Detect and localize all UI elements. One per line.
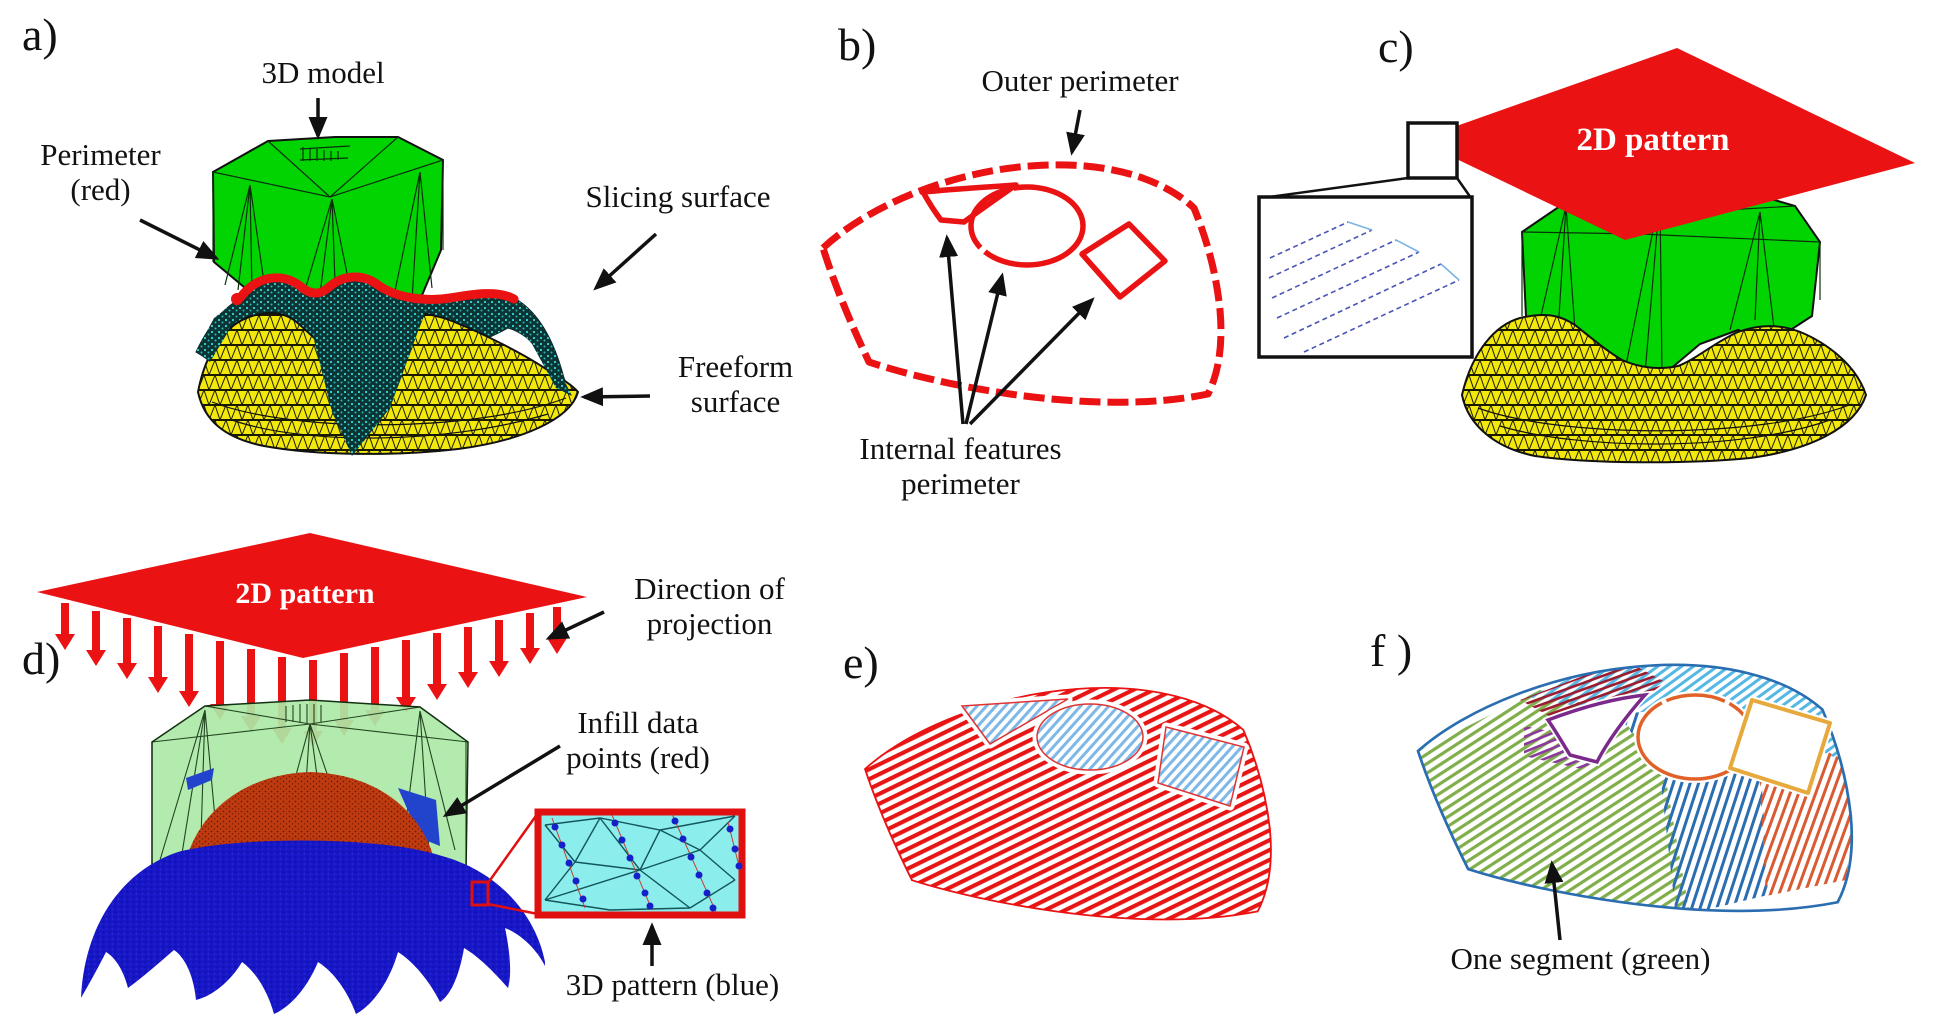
label-perimeter-line1: Perimeter <box>40 137 161 172</box>
panel-b-graphic <box>823 165 1221 402</box>
panel-letter-d: d) <box>22 633 61 684</box>
label-freeform-line1: Freeform <box>677 349 794 384</box>
internal-feature-triangle <box>920 182 1019 225</box>
panel-e-graphic <box>864 687 1272 921</box>
arrow-perimeter <box>139 218 220 260</box>
arrow-direction <box>545 610 605 640</box>
inset-data-dots <box>551 817 743 912</box>
annotation-arrows <box>139 98 1564 966</box>
panel-f-graphic <box>1416 663 1854 913</box>
arrow-outer-perimeter <box>1066 109 1085 156</box>
segment-maroon <box>1520 664 1665 722</box>
panel-letter-a: a) <box>22 9 58 60</box>
label-direction-line2: projection <box>646 605 773 641</box>
feature-circle-f <box>1634 691 1756 783</box>
perimeter-red-curve <box>235 272 519 304</box>
perimeter-red-start <box>231 293 243 305</box>
arrow-internal-3 <box>968 297 1095 426</box>
label-one-segment: One segment (green) <box>1450 941 1711 976</box>
blue-patch-right <box>398 788 440 846</box>
label-2d-pattern-d: 2D pattern <box>235 577 375 610</box>
label-direction: Direction of projection <box>592 571 827 641</box>
prism-wireframe <box>212 136 444 311</box>
feature-triangle-f <box>1542 690 1654 767</box>
internal-feature-circle <box>968 184 1086 268</box>
panel-a-graphic <box>195 136 580 456</box>
panel-letter-c: c) <box>1378 21 1414 72</box>
label-outer-perimeter: Outer perimeter <box>981 63 1179 98</box>
label-infill-points: Infill data points (red) <box>548 705 728 775</box>
label-perimeter-red: Perimeter (red) <box>28 137 173 207</box>
feature-triangle-e <box>957 694 1073 749</box>
dome-arcs <box>211 397 567 439</box>
arrow-infill-points <box>442 744 561 817</box>
panel-c-graphic <box>1257 48 1915 464</box>
label-internal-line2: perimeter <box>901 465 1020 501</box>
label-2d-pattern-c: 2D pattern <box>1576 122 1730 158</box>
label-3d-pattern-blue: 3D pattern (blue) <box>565 967 780 1002</box>
slicing-surface-center-v <box>304 300 428 456</box>
zoom-callout-connectors <box>1261 176 1473 200</box>
zigzag-toolpath-lines <box>1268 221 1460 353</box>
label-direction-line1: Direction of <box>634 571 785 606</box>
panel-d-graphic <box>37 533 746 1014</box>
slicing-surface-right-horn <box>504 300 572 396</box>
inset-source-rect <box>470 880 490 907</box>
slicing-surface-left-horn <box>196 298 240 362</box>
label-perimeter-line2: (red) <box>70 171 131 207</box>
label-infill-line1: Infill data <box>577 705 699 740</box>
3d-pattern-texture <box>81 840 545 1014</box>
panel-letter-e: e) <box>843 637 879 688</box>
arrow-internal-1 <box>939 234 965 425</box>
blue-patch-left <box>186 768 214 790</box>
arrow-one-segment <box>1544 860 1564 941</box>
panel-letter-f: f ) <box>1370 625 1413 676</box>
zigzag-connectors <box>1347 221 1460 281</box>
label-internal-line1: Internal features <box>859 431 1062 466</box>
feature-circle-e <box>1032 699 1148 775</box>
zoom-callout-rect <box>1406 121 1459 180</box>
2d-pattern-plane-c <box>1417 48 1915 240</box>
panel-letter-b: b) <box>838 19 877 70</box>
inset-connectors-d <box>486 812 540 916</box>
label-slicing-surface: Slicing surface <box>585 179 771 214</box>
label-freeform-surface: Freeform surface <box>648 349 823 419</box>
label-freeform-line2: surface <box>690 383 781 419</box>
outer-perimeter-outline <box>823 165 1221 402</box>
arrow-freeform-surface <box>580 387 651 407</box>
feature-square-e <box>1153 722 1249 811</box>
feature-square-f <box>1726 696 1834 797</box>
segment-green <box>1418 690 1690 911</box>
dome-c-arcs <box>1477 403 1853 445</box>
label-infill-line2: points (red) <box>566 739 710 775</box>
2d-pattern-plane-d <box>37 533 587 658</box>
label-3d-model: 3D model <box>261 55 385 90</box>
label-internal-features: Internal features perimeter <box>828 431 1093 501</box>
arrow-internal-2 <box>964 272 1007 425</box>
arrow-slicing-surface <box>593 232 658 291</box>
internal-feature-square <box>1079 221 1168 300</box>
